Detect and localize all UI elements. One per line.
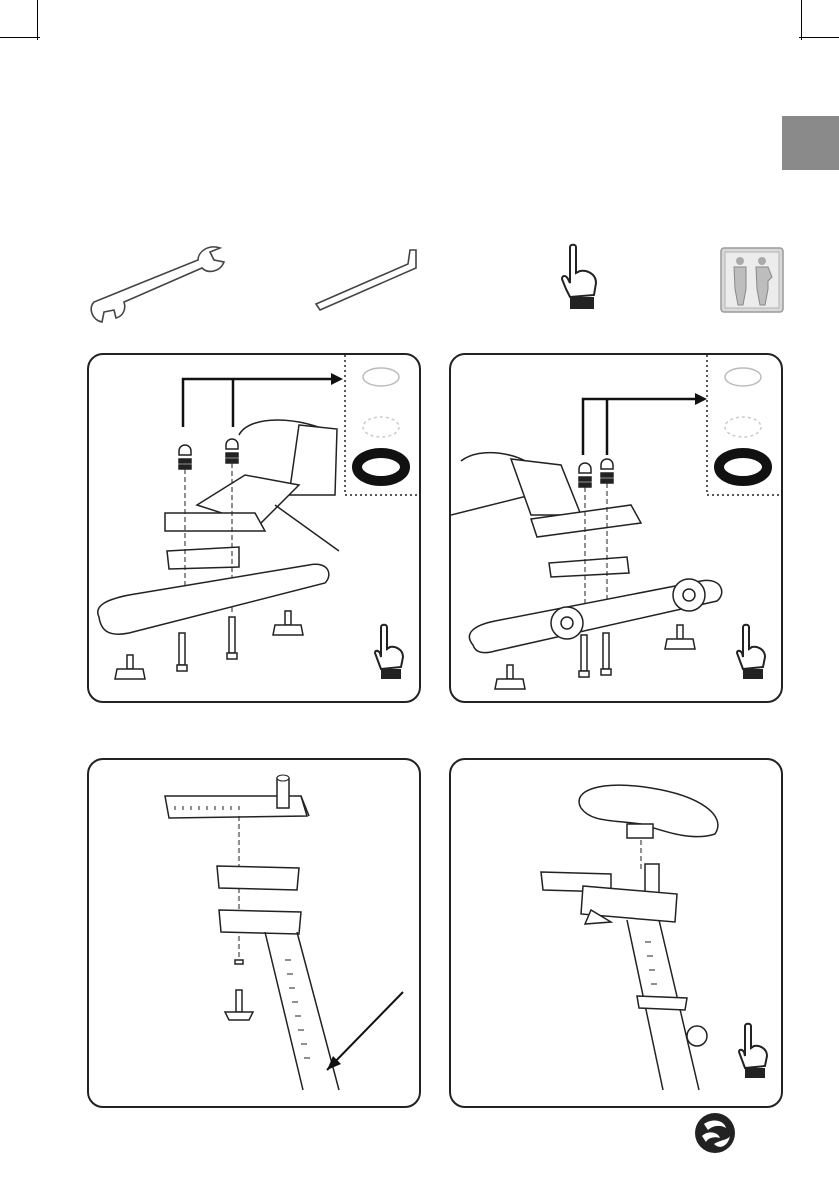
- two-person-assembly-icon: [720, 247, 784, 313]
- hand-tighten-icon: [556, 243, 600, 313]
- step-2-panel: [449, 353, 783, 703]
- step-4-panel: [449, 758, 783, 1108]
- crop-mark-top-right-v: [801, 0, 802, 40]
- crop-mark-top-left-v: [37, 0, 38, 40]
- step-3-panel: [87, 758, 421, 1108]
- step-1-panel: [87, 353, 421, 703]
- chapter-tab: [782, 116, 839, 170]
- brand-logo-icon: [694, 1112, 736, 1154]
- allen-key-icon: [312, 244, 426, 312]
- crop-mark-top-right: [799, 37, 839, 38]
- hand-tighten-icon: [739, 1024, 767, 1078]
- crop-mark-top-left: [0, 37, 40, 38]
- open-end-wrench-icon: [84, 246, 230, 330]
- hand-tighten-icon: [375, 625, 403, 679]
- hand-tighten-icon: [737, 625, 765, 679]
